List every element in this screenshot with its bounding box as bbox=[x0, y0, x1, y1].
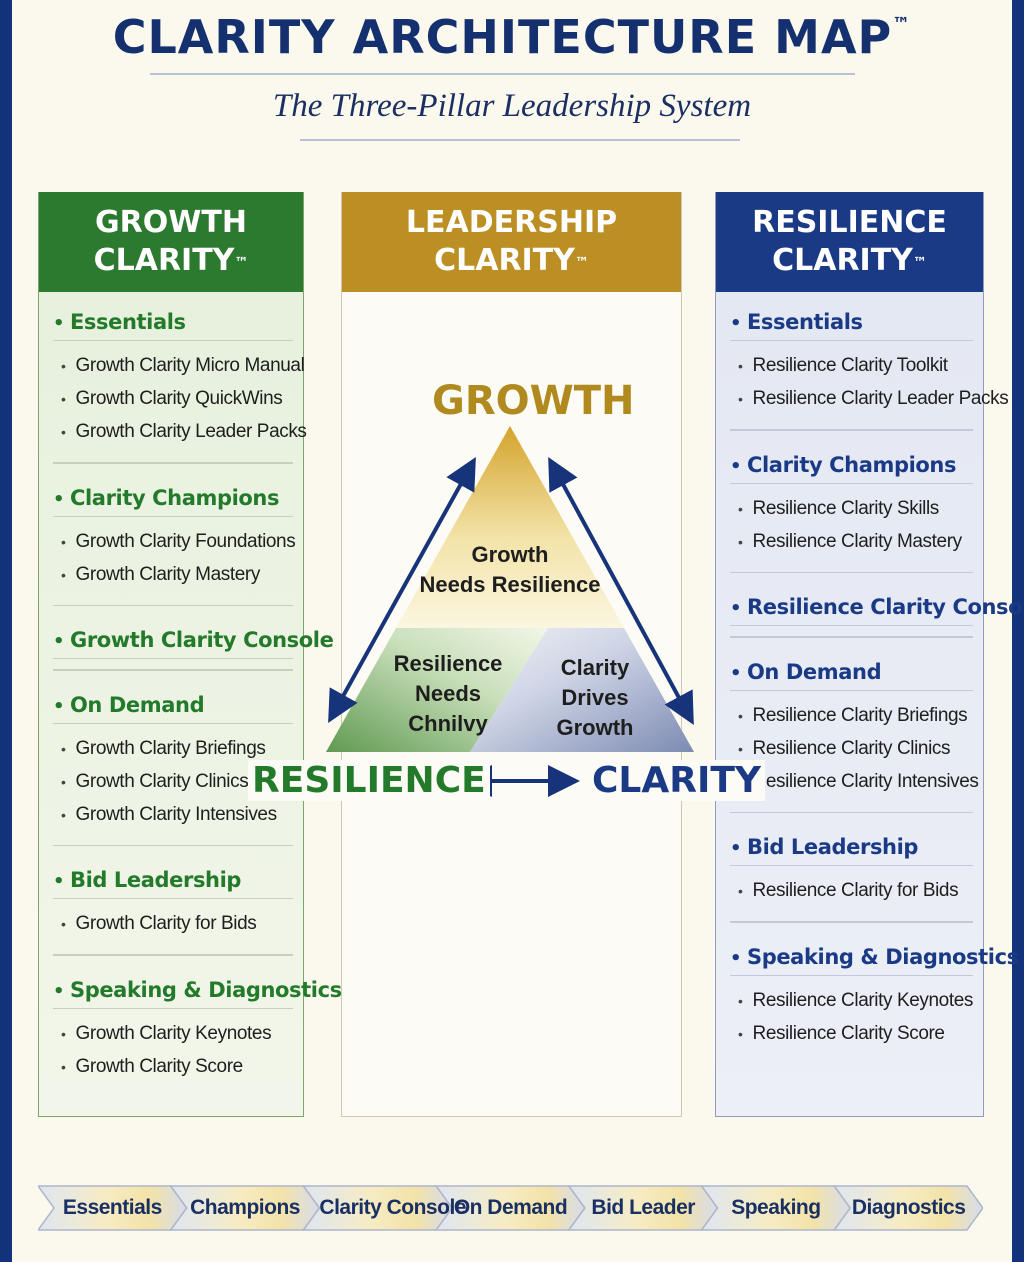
resilience-section-items: Resilience Clarity BriefingsResilience C… bbox=[730, 699, 979, 798]
growth-section: On DemandGrowth Clarity BriefingsGrowth … bbox=[53, 693, 293, 846]
chevron-step-label[interactable]: Champions bbox=[190, 1196, 300, 1219]
resilience-section-items: Resilience Clarity SkillsResilience Clar… bbox=[730, 492, 973, 558]
growth-section-title: Clarity Champions bbox=[53, 486, 293, 517]
growth-section: Growth Clarity Console bbox=[53, 628, 334, 671]
vertex-growth-label: GROWTH bbox=[432, 378, 635, 424]
list-item: Resilience Clarity Keynotes bbox=[738, 984, 974, 1017]
list-item: Resilience Clarity Mastery bbox=[738, 525, 973, 558]
chevron-step-label[interactable]: Essentials bbox=[62, 1196, 162, 1219]
resilience-clarity-column: RESILIENCE CLARITY™ EssentialsResilience… bbox=[715, 192, 1024, 1117]
list-item: Resilience Clarity Score bbox=[738, 1017, 973, 1050]
growth-section: Speaking & DiagnosticsGrowth Clarity Key… bbox=[53, 978, 342, 1083]
list-item: Growth Clarity QuickWins bbox=[61, 382, 293, 415]
growth-section: Clarity ChampionsGrowth Clarity Foundati… bbox=[53, 486, 296, 606]
resilience-section-title: Bid Leadership bbox=[730, 835, 973, 866]
section-divider bbox=[53, 604, 293, 606]
resilience-section-title: Clarity Champions bbox=[730, 453, 973, 484]
list-item: Growth Clarity Keynotes bbox=[61, 1017, 293, 1050]
chevron-step-label[interactable]: Bid Leader bbox=[591, 1196, 695, 1219]
growth-section-title: Essentials bbox=[53, 310, 293, 341]
list-item: Resilience Clarity Clinics bbox=[738, 732, 973, 765]
list-item: Resilience Clarity for Bids bbox=[738, 874, 973, 907]
resilience-section: On DemandResilience Clarity BriefingsRes… bbox=[730, 660, 979, 813]
growth-section: Bid LeadershipGrowth Clarity for Bids bbox=[53, 868, 293, 956]
list-item: Resilience Clarity Leader Packs bbox=[738, 382, 1009, 415]
list-item: Resilience Clarity Toolkit bbox=[738, 349, 973, 382]
arrow-growth-resilience bbox=[328, 457, 476, 723]
growth-section-items: Growth Clarity KeynotesGrowth Clarity Sc… bbox=[53, 1017, 293, 1083]
list-item: Growth Clarity Micro Manual bbox=[61, 349, 305, 382]
page-subtitle: The Three-Pillar Leadership System bbox=[272, 88, 752, 124]
growth-section-title: Bid Leadership bbox=[53, 868, 293, 899]
growth-section-items: Growth Clarity BriefingsGrowth Clarity C… bbox=[53, 732, 293, 831]
resilience-section: EssentialsResilience Clarity ToolkitResi… bbox=[730, 310, 1009, 431]
section-divider bbox=[730, 811, 973, 813]
section-divider bbox=[730, 636, 973, 638]
list-item: Growth Clarity Foundations bbox=[61, 525, 296, 558]
resilience-section: Bid LeadershipResilience Clarity for Bid… bbox=[730, 835, 973, 923]
section-divider bbox=[730, 921, 973, 923]
resilience-section: Clarity ChampionsResilience Clarity Skil… bbox=[730, 453, 973, 573]
resilience-section-items: Resilience Clarity ToolkitResilience Cla… bbox=[730, 349, 1009, 415]
section-divider bbox=[53, 844, 293, 846]
resilience-section-title: Speaking & Diagnostics bbox=[730, 945, 1019, 976]
growth-sections: EssentialsGrowth Clarity Micro ManualGro… bbox=[39, 292, 342, 1083]
title-divider bbox=[150, 73, 855, 75]
list-item: Growth Clarity Score bbox=[61, 1050, 293, 1083]
subtitle-divider bbox=[300, 139, 740, 141]
list-item: Growth Clarity Briefings bbox=[61, 732, 293, 765]
right-frame-border bbox=[1012, 0, 1024, 1262]
resilience-section: Speaking & DiagnosticsResilience Clarity… bbox=[730, 945, 1019, 1050]
list-item: Growth Clarity Mastery bbox=[61, 558, 293, 591]
vertex-resilience-label: RESILIENCE bbox=[248, 760, 490, 801]
list-item: Resilience Clarity Skills bbox=[738, 492, 973, 525]
list-item: Growth Clarity Leader Packs bbox=[61, 415, 307, 448]
growth-section-title: On Demand bbox=[53, 693, 293, 724]
growth-clarity-heading: GROWTH CLARITY™ bbox=[39, 192, 303, 292]
leadership-clarity-heading: LEADERSHIP CLARITY™ bbox=[342, 192, 681, 292]
resilience-sections: EssentialsResilience Clarity ToolkitResi… bbox=[716, 292, 1024, 1050]
growth-section: EssentialsGrowth Clarity Micro ManualGro… bbox=[53, 310, 307, 464]
list-item: Growth Clarity Intensives bbox=[61, 798, 293, 831]
resilience-section-items: Resilience Clarity for Bids bbox=[730, 874, 973, 907]
section-divider bbox=[53, 669, 293, 671]
chevron-step-label[interactable]: Clarity Console bbox=[319, 1196, 466, 1219]
resilience-section-title: Resilience Clarity Console bbox=[730, 595, 1024, 626]
chevron-step-label[interactable]: Speaking bbox=[731, 1196, 821, 1219]
section-divider bbox=[53, 954, 293, 956]
journey-chevron-bar bbox=[38, 1185, 983, 1231]
resilience-section-title: Essentials bbox=[730, 310, 973, 341]
list-item: Resilience Clarity Briefings bbox=[738, 699, 973, 732]
resilience-section-title: On Demand bbox=[730, 660, 973, 691]
arrow-growth-clarity bbox=[548, 456, 694, 726]
growth-section-items: Growth Clarity FoundationsGrowth Clarity… bbox=[53, 525, 296, 591]
list-item: Resilience Clarity Intensives bbox=[738, 765, 979, 798]
list-item: Growth Clarity Clinics bbox=[61, 765, 293, 798]
section-divider bbox=[730, 571, 973, 573]
page-title: CLARITY ARCHITECTURE MAP™ bbox=[112, 10, 912, 64]
growth-section-items: Growth Clarity for Bids bbox=[53, 907, 293, 940]
resilience-section: Resilience Clarity Console bbox=[730, 595, 1024, 638]
chevron-step-label[interactable]: Diagnostics bbox=[851, 1196, 966, 1219]
chevron-step[interactable] bbox=[832, 1185, 983, 1231]
resilience-section-items: Resilience Clarity KeynotesResilience Cl… bbox=[730, 984, 974, 1050]
growth-section-title: Speaking & Diagnostics bbox=[53, 978, 342, 1009]
growth-section-title: Growth Clarity Console bbox=[53, 628, 334, 659]
list-item: Growth Clarity for Bids bbox=[61, 907, 293, 940]
growth-clarity-column: GROWTH CLARITY™ EssentialsGrowth Clarity… bbox=[38, 192, 342, 1117]
left-frame-border bbox=[0, 0, 12, 1262]
section-divider bbox=[53, 462, 293, 464]
chevron-step-label[interactable]: On Demand bbox=[453, 1196, 568, 1219]
vertex-clarity-label: CLARITY bbox=[588, 760, 765, 801]
section-divider bbox=[730, 429, 973, 431]
resilience-clarity-heading: RESILIENCE CLARITY™ bbox=[716, 192, 983, 292]
pillar-triangle-diagram bbox=[326, 426, 694, 797]
growth-section-items: Growth Clarity Micro ManualGrowth Clarit… bbox=[53, 349, 307, 448]
